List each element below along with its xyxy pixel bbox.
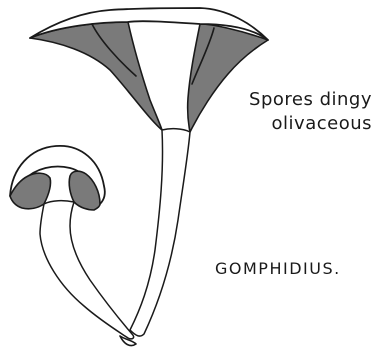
genus-name-label: GOMPHIDIUS. xyxy=(215,259,341,278)
large-stem xyxy=(130,129,190,336)
spore-description-label: Spores dingy olivaceous xyxy=(226,88,372,136)
large-cap-left-gills xyxy=(30,22,162,130)
spore-description-line-2: olivaceous xyxy=(226,112,372,136)
small-stem xyxy=(40,201,134,339)
spore-description-line-1: Spores dingy xyxy=(226,88,372,112)
